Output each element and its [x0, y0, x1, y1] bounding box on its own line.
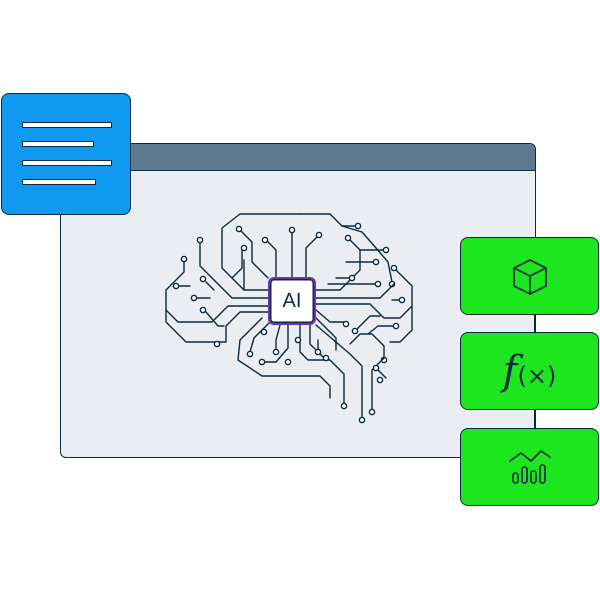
model-card [460, 237, 599, 315]
function-args: (×) [517, 362, 557, 390]
card-connector-2 [534, 410, 536, 430]
function-symbol: f [502, 348, 518, 394]
ai-chip-label: AI [282, 289, 302, 312]
document-line-1 [22, 122, 112, 128]
ai-chip: AI [268, 277, 316, 325]
analytics-card [460, 428, 599, 506]
app-window [60, 143, 536, 458]
window-titlebar [61, 144, 535, 171]
bar-chart-trend-icon [508, 450, 551, 484]
function-icon: f (×) [503, 351, 557, 391]
function-card: f (×) [460, 332, 599, 410]
document-line-3 [22, 160, 112, 166]
document-line-2 [22, 141, 94, 147]
cube-icon [512, 259, 547, 295]
document-card [1, 93, 131, 215]
document-line-4 [22, 179, 96, 185]
card-connector-1 [534, 314, 536, 334]
